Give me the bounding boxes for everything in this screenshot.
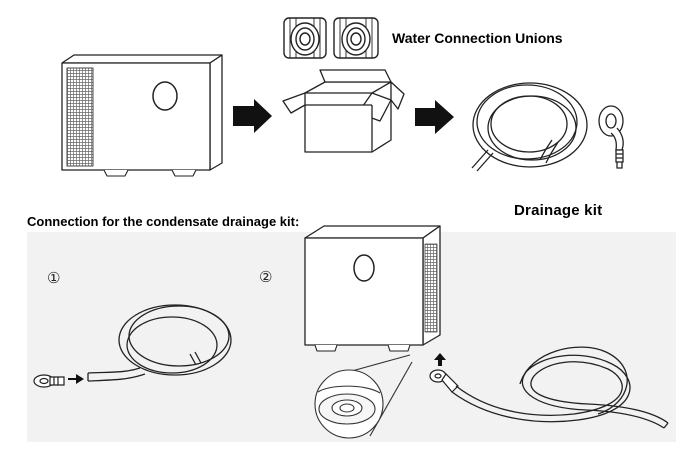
connection-heading: Connection for the condensate drainage k… — [27, 214, 300, 229]
arrow-right-icon — [415, 100, 454, 134]
step-1-marker: ① — [47, 269, 61, 287]
arrow-right-icon — [233, 99, 272, 133]
hose-coil-icon — [451, 346, 669, 429]
union-fitting-icon — [283, 17, 327, 59]
heat-pump-unit-icon — [304, 225, 441, 352]
hose-coil-icon — [87, 304, 232, 382]
heat-pump-unit-icon — [61, 54, 223, 177]
drain-elbow-icon — [429, 369, 459, 393]
drain-elbow-icon — [33, 374, 65, 388]
drainage-kit-label: Drainage kit — [514, 202, 603, 219]
water-connection-unions-label: Water Connection Unions — [392, 30, 563, 46]
hose-coil-icon — [471, 82, 588, 172]
arrow-right-icon — [68, 374, 84, 384]
step-2-marker: ② — [259, 268, 273, 286]
arrow-up-icon — [434, 353, 446, 366]
union-fitting-icon — [333, 17, 379, 59]
cardboard-box-icon — [282, 69, 405, 153]
magnifier-callout-icon — [314, 354, 413, 439]
drain-elbow-icon — [598, 105, 624, 169]
